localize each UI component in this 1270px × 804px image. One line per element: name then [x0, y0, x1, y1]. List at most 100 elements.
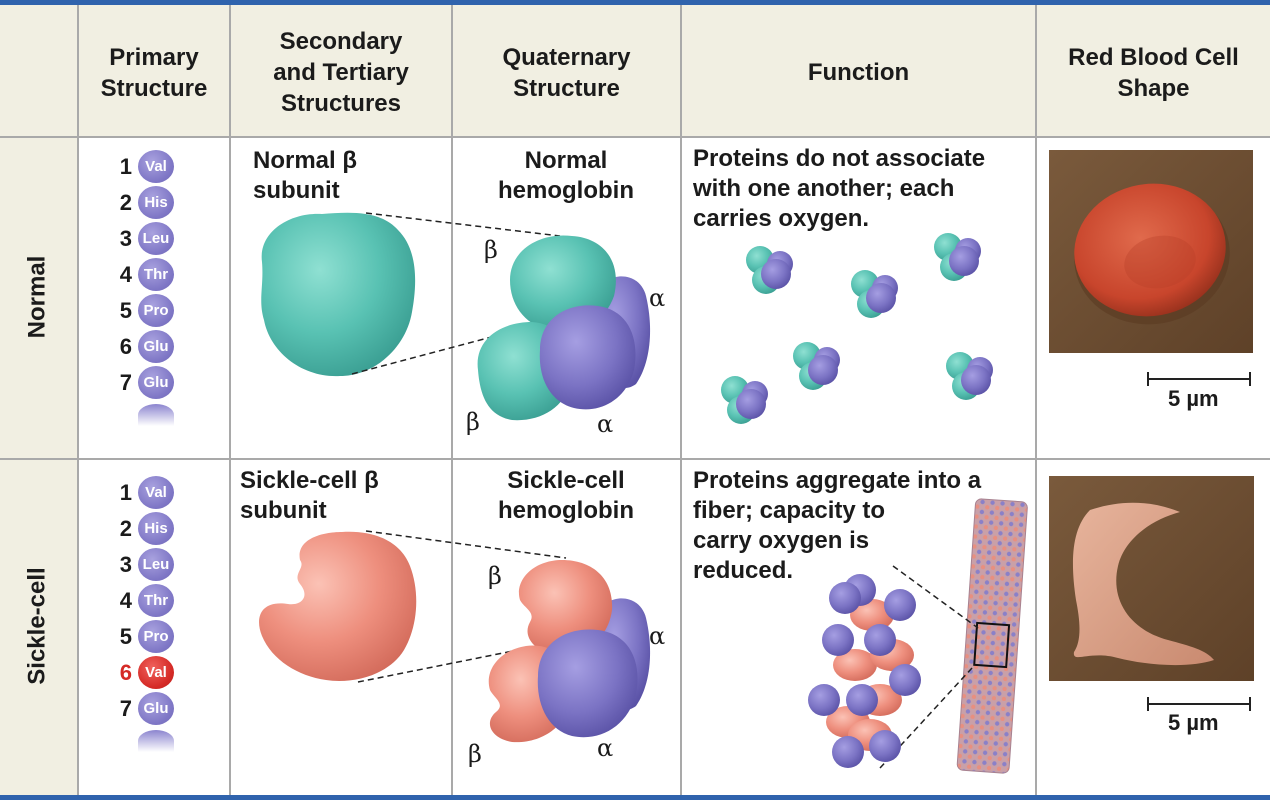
chain-alpha-unit	[846, 684, 878, 716]
chain-alpha-unit	[808, 684, 840, 716]
chain-alpha-unit	[889, 664, 921, 696]
sickle-beta-subunit-shape	[259, 531, 417, 681]
normal-scale-bar	[1147, 372, 1251, 386]
amino-acid-position: 2	[119, 189, 132, 215]
normal-function-text: Proteins do not associate with one anoth…	[693, 145, 986, 232]
sequence-continuation	[138, 730, 174, 752]
amino-acid-residue: Pro	[138, 620, 174, 653]
sickle-scale-bar	[1147, 697, 1251, 711]
row-label-column-bg	[0, 136, 77, 795]
normal-hemoglobin-shape	[477, 235, 651, 421]
beta-label: β	[466, 408, 480, 436]
amino-acid-position: 3	[119, 225, 132, 251]
amino-acid-residue: Val	[138, 656, 174, 689]
amino-acid-residue: Glu	[138, 366, 174, 399]
amino-acid-position: 3	[119, 551, 132, 577]
beta-label: β	[484, 236, 498, 264]
header-quaternary-structure: Quaternary Structure	[502, 43, 631, 102]
normal-function-tetramers	[721, 233, 993, 424]
amino-acid-position: 5	[119, 623, 132, 649]
header-red-blood-cell-shape: Red Blood Cell Shape	[1068, 43, 1239, 102]
chain-alpha-unit	[832, 736, 864, 768]
small-hemoglobin-tetramer	[793, 342, 840, 390]
header-primary-structure: Primary Structure	[100, 43, 208, 102]
small-hemoglobin-tetramer	[934, 233, 981, 281]
grid-line	[229, 5, 231, 795]
amino-acid-residue: His	[138, 512, 174, 545]
alpha-label: α	[597, 410, 614, 438]
amino-acid-position: 6	[119, 333, 132, 359]
sickle-fiber	[956, 498, 1028, 774]
top-border	[0, 0, 1270, 5]
amino-acid-residue: Pro	[138, 294, 174, 327]
amino-acid-residue: Glu	[138, 692, 174, 725]
connector-line	[892, 565, 979, 629]
sickle-hemoglobin-shape	[488, 560, 651, 743]
alpha-label: α	[649, 284, 666, 312]
amino-acid-position: 4	[119, 587, 132, 613]
small-hemoglobin-tetramer	[746, 246, 793, 294]
normal-beta-subunit-label: Normal β subunit	[253, 147, 358, 204]
chain-beta-unit	[850, 599, 894, 631]
amino-acid-position: 4	[119, 261, 132, 287]
small-hemoglobin-tetramer	[851, 270, 898, 318]
chain-alpha-unit	[822, 624, 854, 656]
sickle-scale-label: 5 µm	[1168, 710, 1219, 735]
normal-beta-subunit-shape	[261, 212, 416, 377]
grid-line	[680, 5, 682, 795]
sickle-rbc-cell	[1072, 502, 1214, 666]
amino-acid-position: 1	[119, 479, 132, 505]
sequence-continuation	[138, 404, 174, 426]
amino-acid-position: 7	[119, 369, 132, 395]
amino-acid-residue: Thr	[138, 584, 174, 617]
normal-rbc-cell	[1074, 183, 1226, 317]
bottom-border	[0, 795, 1270, 800]
small-hemoglobin-tetramer	[721, 376, 768, 424]
amino-acid-residue: Thr	[138, 258, 174, 291]
amino-acid-residue: Val	[138, 150, 174, 183]
chain-beta-unit	[833, 649, 877, 681]
connector-line	[365, 530, 567, 559]
chain-alpha-unit	[884, 589, 916, 621]
header-function: Function	[807, 59, 910, 86]
beta-label: β	[488, 562, 502, 590]
alpha-label: α	[597, 734, 614, 762]
amino-acid-position: 5	[119, 297, 132, 323]
amino-acid-residue: Val	[138, 476, 174, 509]
sickle-beta-subunit-label: Sickle-cell β subunit	[240, 467, 379, 524]
header-row-bg	[0, 5, 1270, 136]
grid-line	[1035, 5, 1037, 795]
grid-line	[0, 136, 1270, 138]
chain-alpha-unit	[829, 582, 861, 614]
connector-line	[365, 212, 561, 237]
normal-hemoglobin-label: Normal hemoglobin	[498, 147, 634, 204]
normal-scale-label: 5 µm	[1168, 386, 1219, 411]
sickle-hemoglobin-label: Sickle-cell hemoglobin	[498, 467, 634, 524]
chain-alpha-unit	[869, 730, 901, 762]
amino-acid-residue: Leu	[138, 222, 174, 255]
alpha-label: α	[649, 622, 666, 650]
amino-acid-residue: Glu	[138, 330, 174, 363]
amino-acid-residue: His	[138, 186, 174, 219]
chain-alpha-unit	[864, 624, 896, 656]
beta-label: β	[468, 740, 482, 768]
amino-acid-position: 6	[119, 659, 132, 685]
sickle-aggregate-chain	[808, 574, 921, 768]
grid-line	[77, 5, 79, 795]
header-secondary-tertiary: Secondary and Tertiary Structures	[273, 28, 409, 117]
